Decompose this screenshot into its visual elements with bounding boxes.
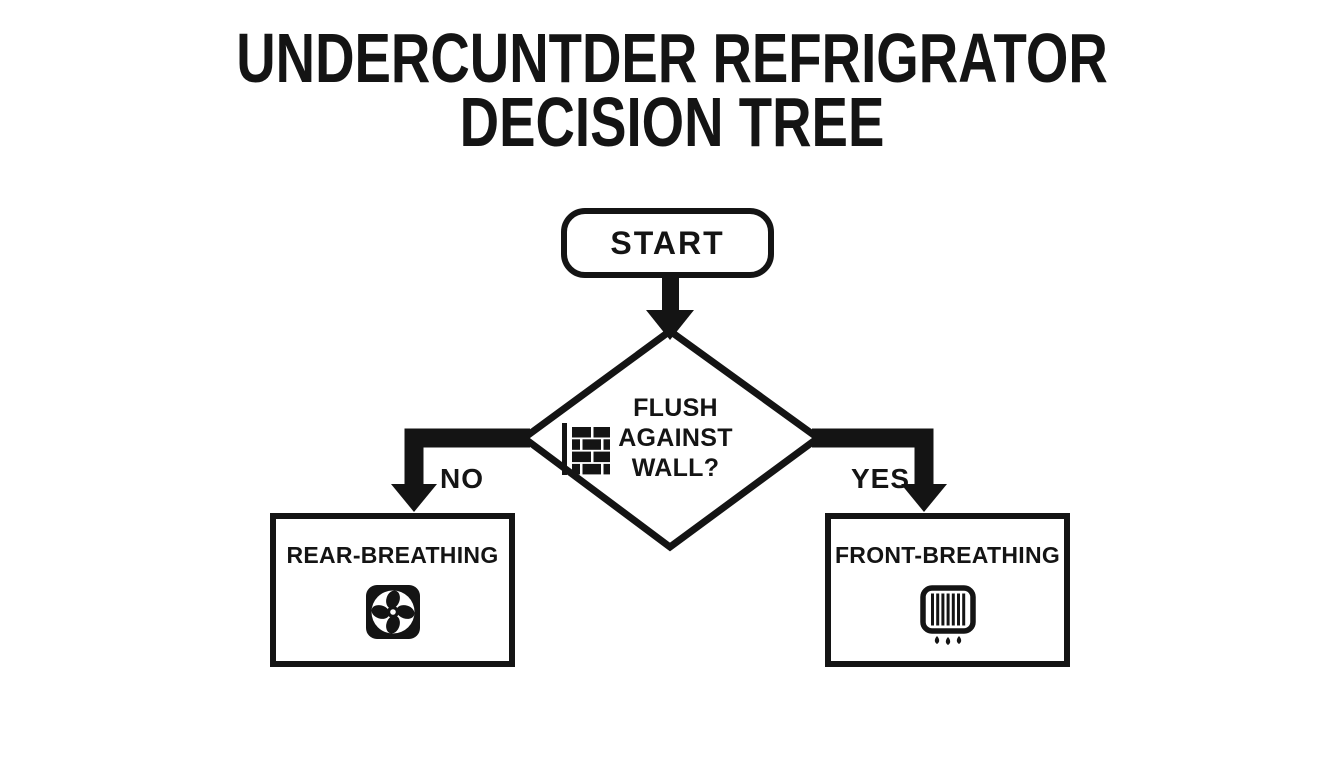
arrow-start-to-decision <box>646 274 694 340</box>
decision-line-1: FLUSH <box>633 394 718 422</box>
outcome-box-front-breathing: FRONT-BREATHING <box>825 513 1070 667</box>
decision-line-2: AGAINST <box>618 424 733 452</box>
page-title-line-1: UNDERCUNTDER REFRIGRATOR <box>236 19 1108 97</box>
arrow-yes-branch <box>812 428 947 512</box>
outcome-box-rear-breathing: REAR-BREATHING <box>270 513 515 667</box>
decision-diamond-shape <box>518 326 824 552</box>
rear-breathing-label: REAR-BREATHING <box>286 542 499 568</box>
page-title: UNDERCUNTDER REFRIGRATOR DECISION TREE <box>148 19 1196 161</box>
drip-dots <box>934 636 961 645</box>
start-label: START <box>610 224 725 261</box>
decision-node-text: FLUSH AGAINST WALL? <box>593 393 758 483</box>
page-title-line-2: DECISION TREE <box>459 83 885 161</box>
brick-wall-icon <box>562 423 610 475</box>
branch-label-no: NO <box>440 463 484 494</box>
branch-label-yes: YES <box>851 463 911 494</box>
front-vent-icon <box>919 585 976 645</box>
arrow-no-branch <box>391 428 530 512</box>
front-breathing-label: FRONT-BREATHING <box>834 542 1061 568</box>
decision-line-3: WALL? <box>631 454 720 482</box>
fan-icon <box>365 585 420 639</box>
start-node: START <box>561 208 774 278</box>
